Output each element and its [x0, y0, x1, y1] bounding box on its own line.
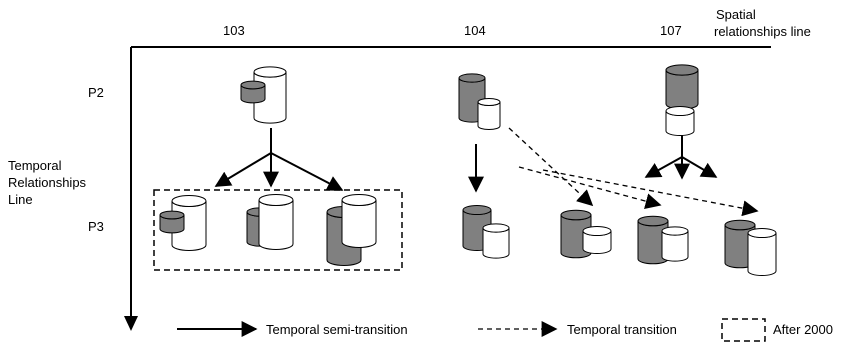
period-label-p2: P2 [88, 85, 104, 100]
temporal-line-label-1: Temporal [8, 158, 62, 173]
cylinder-filled [159, 210, 185, 234]
legend-semi-transition-label: Temporal semi-transition [266, 322, 408, 337]
parcel-label-107: 107 [660, 23, 682, 38]
cylinder-filled [637, 215, 669, 265]
cylinder-filled [240, 80, 266, 104]
transition-arrow-104-to-c [518, 166, 662, 209]
semi-transition-arrow-107-right [681, 156, 718, 178]
semi-transition-arrow-107-left [644, 156, 683, 178]
spatial-line-label-1: Spatial [716, 7, 756, 22]
cylinder-empty [665, 106, 695, 136]
cylinder-empty [582, 226, 612, 254]
parcel-label-104: 104 [464, 23, 486, 38]
semi-transition-arrow-103-right [270, 152, 344, 191]
legend-after-2000-label: After 2000 [773, 322, 833, 337]
legend-dashed-box [721, 318, 766, 342]
after-2000-group-box [153, 189, 403, 271]
semi-transition-arrow-103-left [214, 152, 272, 187]
legend-transition-label: Temporal transition [567, 322, 677, 337]
cylinder-empty [482, 223, 510, 259]
cylinder-groups [159, 64, 777, 276]
temporal-axis-arrowhead [124, 316, 138, 331]
cylinder-filled [665, 64, 699, 110]
spatial-line-label-2: relationships line [714, 24, 811, 39]
cylinder-empty [341, 194, 377, 248]
transition-arrow-104-to-d [542, 169, 759, 217]
parcel-label-103: 103 [223, 23, 245, 38]
cylinder-empty [477, 97, 501, 130]
temporal-line-label-3: Line [8, 192, 33, 207]
cylinder-empty [661, 226, 689, 262]
temporal-line-label-2: Relationships [8, 175, 87, 190]
cylinder-empty [258, 194, 294, 250]
cylinder-empty [747, 228, 777, 276]
transition-arrow-104-to-b [508, 127, 594, 207]
period-label-p3: P3 [88, 219, 104, 234]
